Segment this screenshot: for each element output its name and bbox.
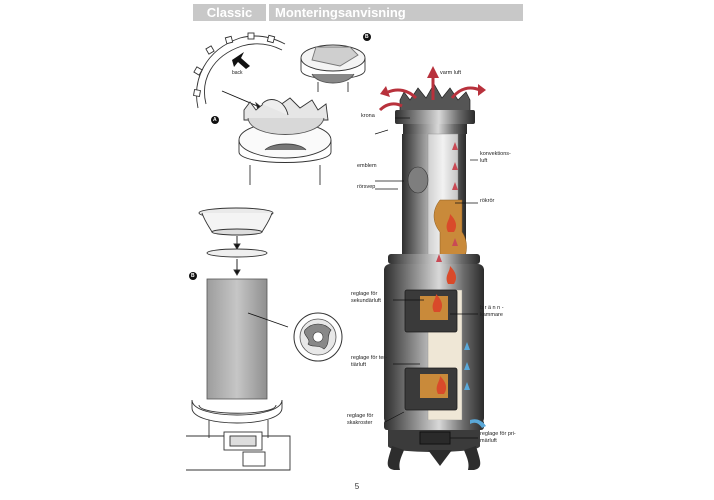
callout-lines	[374, 117, 478, 439]
label-brannkammare: b r ä n n - kammare	[480, 305, 504, 318]
step-markers	[189, 33, 371, 280]
label-reglage-tertiarluft: reglage för ter- tiärluft	[351, 355, 388, 368]
crown-install-drawing	[221, 90, 332, 185]
step-marker-1: B	[365, 34, 369, 40]
label-konvektionsluft: konvektions- luft	[480, 151, 511, 164]
sleeve-drawing	[206, 278, 268, 400]
hot-air-arrowheads	[380, 66, 486, 97]
emblem-medallion	[293, 312, 343, 362]
header-title-monteringsanvisning: Monteringsanvisning	[269, 4, 523, 21]
page-number: 5	[354, 482, 360, 491]
step-marker-3: B	[191, 273, 195, 279]
cold-air-arrows	[464, 342, 486, 428]
hot-air-arrows	[378, 76, 481, 112]
label-krona: krona	[361, 113, 375, 119]
arrow-icon	[232, 52, 250, 69]
stove-cross-section	[384, 83, 484, 470]
label-emblem: emblem	[357, 163, 377, 169]
step-marker-2: A	[213, 117, 217, 123]
label-reglage-primarluft: reglage för pri- märluft	[480, 431, 516, 444]
label-back: back	[232, 70, 243, 76]
label-reglage-sekundarluft: reglage för sekundärluft	[351, 291, 381, 304]
emblem-pointer-line	[247, 312, 289, 328]
label-varm-luft: varm luft	[440, 70, 462, 76]
ring-parts-drawing	[198, 207, 274, 276]
header-title-classic: Classic	[193, 4, 266, 21]
label-rokror: rökrör	[480, 198, 495, 204]
top-plate-drawing	[300, 44, 366, 92]
stove-base-drawing	[186, 399, 291, 471]
crown-ring-drawing	[193, 32, 286, 109]
convection-arrows	[436, 142, 458, 262]
label-reglage-skakroster: reglage för skakroster	[347, 413, 374, 426]
label-rorsvep: rörsvep	[357, 184, 376, 190]
